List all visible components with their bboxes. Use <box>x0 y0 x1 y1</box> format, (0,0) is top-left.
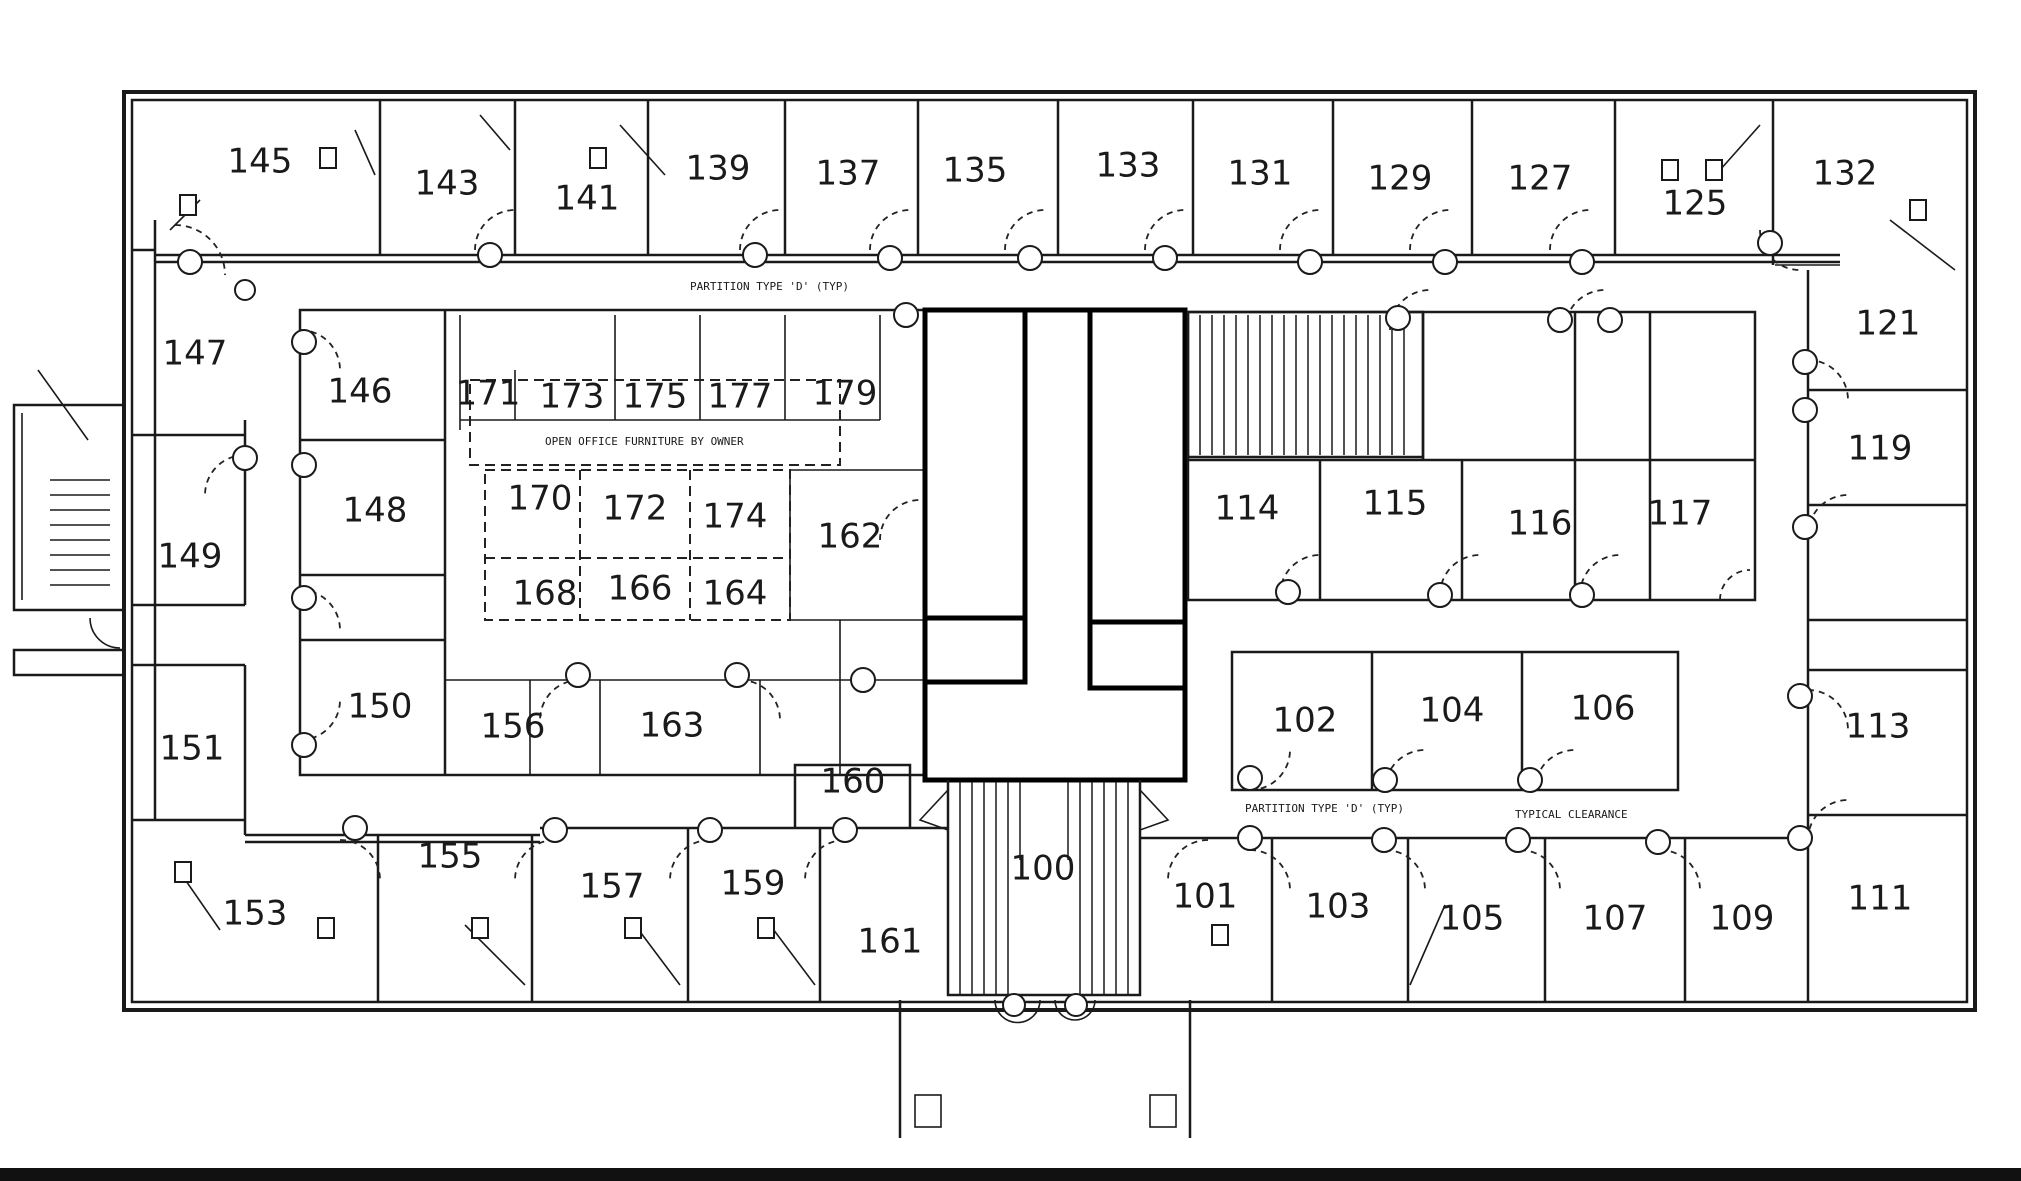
room-115: 115 <box>1363 484 1428 524</box>
room-161: 161 <box>858 922 923 962</box>
room-135: 135 <box>943 151 1008 191</box>
lobby-outline <box>922 307 1188 783</box>
room-121: 121 <box>1856 304 1921 344</box>
east-column-walls <box>1806 270 1967 1002</box>
room-100: 100 <box>1011 849 1076 889</box>
room-114: 114 <box>1215 489 1280 529</box>
room-149: 149 <box>158 537 223 577</box>
room-153: 153 <box>223 894 288 934</box>
room-162: 162 <box>818 517 883 557</box>
room-156: 156 <box>481 707 546 747</box>
room-129: 129 <box>1368 159 1433 199</box>
entry-vestibule <box>898 780 1192 1138</box>
room-labels: 145 143 141 139 137 135 133 131 129 127 … <box>158 142 1921 962</box>
outlet-symbols <box>177 230 1818 1017</box>
room-150: 150 <box>348 687 413 727</box>
room-174: 174 <box>703 497 768 537</box>
door-swings <box>169 114 1956 986</box>
room-103: 103 <box>1306 887 1371 927</box>
room-171: 171 <box>456 374 521 414</box>
room-109: 109 <box>1710 899 1775 939</box>
room-155: 155 <box>418 837 483 877</box>
room-173: 173 <box>540 377 605 417</box>
room-119: 119 <box>1848 429 1913 469</box>
east-lower-walls <box>1230 650 1680 792</box>
room-146: 146 <box>328 372 393 412</box>
east-stair <box>1186 310 1425 459</box>
room-148: 148 <box>343 491 408 531</box>
room-147: 147 <box>163 334 228 374</box>
room-116: 116 <box>1508 504 1573 544</box>
exterior-walls <box>12 90 1977 1012</box>
note-typical-clearance: TYPICAL CLEARANCE <box>1515 808 1628 821</box>
room-170: 170 <box>508 479 573 519</box>
room-139: 139 <box>686 149 751 189</box>
room-102: 102 <box>1273 701 1338 741</box>
room-160: 160 <box>821 762 886 802</box>
note-open-office: OPEN OFFICE FURNITURE BY OWNER <box>545 435 744 448</box>
room-143: 143 <box>415 164 480 204</box>
room-157: 157 <box>580 867 645 907</box>
room-101: 101 <box>1173 877 1238 917</box>
note-partition-top: PARTITION TYPE 'D' (TYP) <box>690 280 849 293</box>
room-113: 113 <box>1846 707 1911 747</box>
room-163: 163 <box>640 706 705 746</box>
room-132: 132 <box>1813 154 1878 194</box>
room-141: 141 <box>555 179 620 219</box>
room-168: 168 <box>513 574 578 614</box>
room-105: 105 <box>1440 899 1505 939</box>
room-104: 104 <box>1420 691 1485 731</box>
scan-edge-bar <box>0 1168 2021 1181</box>
room-159: 159 <box>721 864 786 904</box>
room-106: 106 <box>1571 689 1636 729</box>
note-partition-bottom: PARTITION TYPE 'D' (TYP) <box>1245 802 1404 815</box>
room-111: 111 <box>1848 879 1913 919</box>
room-125: 125 <box>1663 184 1728 224</box>
room-179: 179 <box>813 374 878 414</box>
room-164: 164 <box>703 574 768 614</box>
room-151: 151 <box>160 729 225 769</box>
room-131: 131 <box>1228 154 1293 194</box>
annotations: PARTITION TYPE 'D' (TYP) OPEN OFFICE FUR… <box>545 280 1628 821</box>
room-166: 166 <box>608 569 673 609</box>
room-177: 177 <box>708 377 773 417</box>
west-stair <box>50 479 110 586</box>
room-175: 175 <box>623 377 688 417</box>
room-172: 172 <box>603 489 668 529</box>
box-symbols <box>174 147 1927 946</box>
open-office-area <box>469 379 841 621</box>
room-133: 133 <box>1096 146 1161 186</box>
room-137: 137 <box>816 154 881 194</box>
room-117: 117 <box>1648 494 1713 534</box>
room-127: 127 <box>1508 159 1573 199</box>
room-107: 107 <box>1583 899 1648 939</box>
room-145: 145 <box>228 142 293 182</box>
